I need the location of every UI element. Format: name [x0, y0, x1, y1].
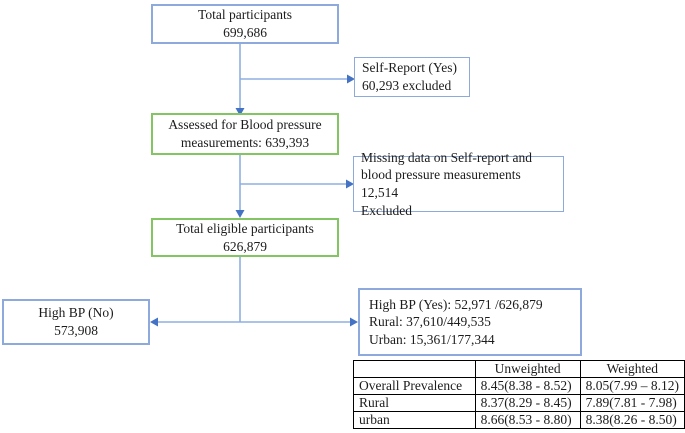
row-label: Rural [353, 394, 476, 412]
missing-data-line2: blood pressure measurements 12,514 [361, 167, 521, 200]
assessed-bp-line2: measurements: 639,393 [180, 135, 310, 150]
assessed-bp-line1: Assessed for Blood pressure [168, 117, 322, 133]
high-bp-no-box: High BP (No) 573,908 [2, 299, 150, 345]
row-label: Overall Prevalence [353, 377, 476, 395]
missing-data-line1: Missing data on Self-report and [361, 149, 532, 165]
row-weighted-value: 7.89(7.81 - 7.98) [579, 394, 685, 412]
high-bp-yes-line2: Rural: 37,610/449,535 [369, 314, 491, 330]
table-header-row: Unweighted Weighted [353, 360, 685, 378]
self-report-count: 60,293 excluded [362, 78, 452, 93]
missing-data-excluded-box: Missing data on Self-report and blood pr… [353, 150, 564, 218]
table-row: Rural 8.37(8.29 - 8.45) 7.89(7.81 - 7.98… [353, 394, 685, 412]
total-eligible-label: Total eligible participants [176, 220, 314, 236]
high-bp-yes-box: High BP (Yes): 52,971 /626,879 Rural: 37… [358, 288, 582, 356]
prevalence-table: Unweighted Weighted Overall Prevalence 8… [353, 360, 685, 429]
row-weighted-value: 8.38(8.26 - 8.50) [579, 411, 685, 429]
total-eligible-count: 626,879 [223, 238, 267, 254]
self-report-excluded-box: Self-Report (Yes) 60,293 excluded [354, 57, 470, 97]
missing-data-line3: Excluded [361, 202, 412, 218]
header-weighted: Weighted [579, 360, 685, 378]
high-bp-no-label: High BP (No) [38, 305, 114, 321]
row-unweighted-value: 8.66(8.53 - 8.80) [474, 411, 581, 429]
assessed-bp-box: Assessed for Blood pressure measurements… [151, 113, 339, 155]
arrowhead-down-eligible [235, 210, 245, 218]
high-bp-no-count: 573,908 [54, 323, 98, 338]
table-row: Overall Prevalence 8.45(8.38 - 8.52) 8.0… [353, 377, 685, 395]
table-row: urban 8.66(8.53 - 8.80) 8.38(8.26 - 8.50… [353, 411, 685, 429]
header-blank-cell [353, 360, 476, 378]
total-participants-count: 699,686 [223, 25, 267, 40]
total-participants-box: Total participants 699,686 [151, 4, 339, 44]
row-weighted-value: 8.05(7.99 – 8.12) [579, 377, 685, 395]
total-participants-label: Total participants [198, 7, 292, 23]
connector-lines [156, 44, 352, 323]
total-eligible-box: Total eligible participants 626,879 [151, 218, 339, 257]
row-label: urban [353, 411, 476, 429]
arrowhead-right-highbp-yes [350, 317, 358, 327]
row-unweighted-value: 8.37(8.29 - 8.45) [474, 394, 581, 412]
high-bp-yes-line3: Urban: 15,361/177,344 [369, 331, 495, 347]
header-unweighted: Unweighted [474, 360, 581, 378]
self-report-label: Self-Report (Yes) [362, 60, 457, 76]
arrowhead-left-highbp-no [150, 317, 158, 327]
row-unweighted-value: 8.45(8.38 - 8.52) [474, 377, 581, 395]
high-bp-yes-line1: High BP (Yes): 52,971 /626,879 [369, 296, 543, 312]
